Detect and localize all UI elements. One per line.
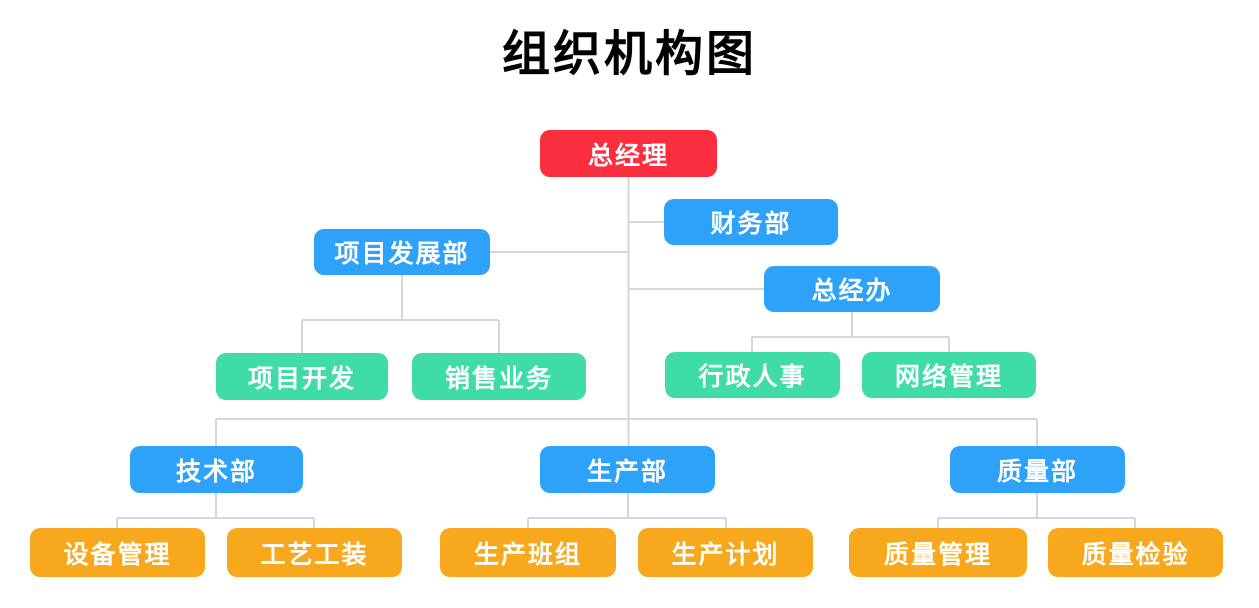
node-quality-management[interactable]: 质量管理	[849, 528, 1027, 577]
node-technology-dept[interactable]: 技术部	[130, 446, 303, 493]
connector-tech-subtree	[116, 493, 315, 528]
node-quality-inspection[interactable]: 质量检验	[1048, 528, 1223, 577]
connector-gm-office-subtree	[751, 312, 950, 352]
node-project-development-dept[interactable]: 项目发展部	[314, 229, 490, 275]
node-production-dept[interactable]: 生产部	[540, 446, 715, 493]
connector-production-subtree	[527, 493, 727, 528]
node-gm-office[interactable]: 总经办	[764, 266, 940, 312]
connector-project-dev-subtree	[301, 275, 500, 353]
chart-title: 组织机构图	[501, 28, 757, 81]
node-quality-dept[interactable]: 质量部	[950, 446, 1125, 493]
node-network-management[interactable]: 网络管理	[862, 352, 1036, 398]
connector-bottom-row	[215, 418, 1038, 446]
connector-quality-subtree	[937, 493, 1136, 528]
node-sales-business[interactable]: 销售业务	[412, 353, 586, 400]
node-production-planning[interactable]: 生产计划	[638, 528, 813, 577]
node-process-tooling[interactable]: 工艺工装	[227, 528, 402, 577]
node-general-manager[interactable]: 总经理	[540, 130, 717, 177]
node-production-team[interactable]: 生产班组	[440, 528, 616, 577]
node-equipment-management[interactable]: 设备管理	[30, 528, 205, 577]
node-project-development[interactable]: 项目开发	[216, 353, 388, 400]
node-finance-dept[interactable]: 财务部	[664, 199, 838, 245]
node-admin-hr[interactable]: 行政人事	[665, 352, 840, 398]
